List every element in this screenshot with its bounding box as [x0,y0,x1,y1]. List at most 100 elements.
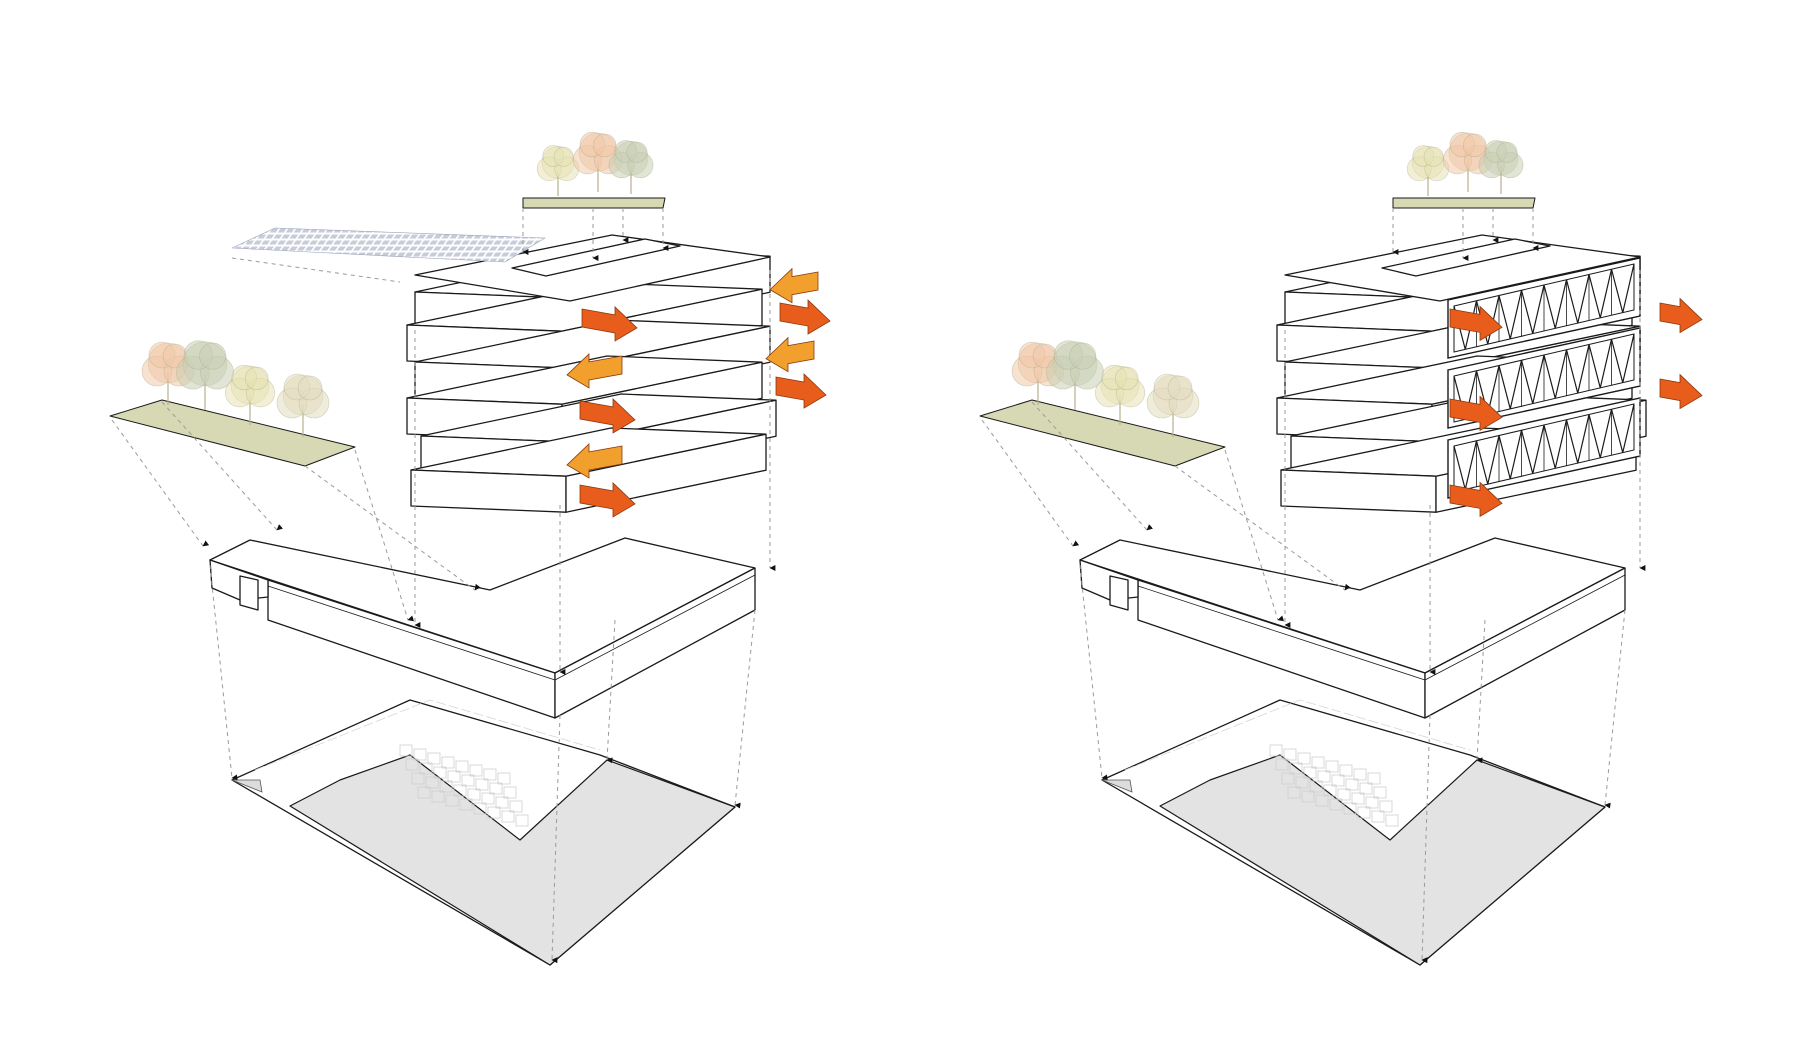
parking-bay [461,774,475,787]
truss-diagonal [1520,284,1545,334]
parking-bay [1331,774,1345,787]
arrow-icon [1449,395,1503,432]
parking-bay [1351,792,1365,805]
parking-bay [1323,784,1337,797]
tower-roof [414,234,771,302]
parking-bay [1281,772,1295,785]
parking-bay [1343,802,1357,815]
truss-diagonal [1543,419,1568,469]
tree-icon [536,145,580,196]
parking-plan [1101,699,1606,966]
roof-garden [1392,131,1536,209]
parking-bay [503,786,517,799]
projection-line [304,465,481,591]
projection-line [1079,564,1108,781]
tree-icon [225,364,276,425]
roof-garden-plate [522,197,666,209]
projection-line [981,419,1080,547]
parking-bay [497,772,511,785]
arrow-icon [1449,481,1503,518]
parking-bay [1287,786,1301,799]
parking-bay [411,772,425,785]
arrow-icon [775,373,827,409]
truss-diagonal [1565,344,1590,394]
parking-bay [399,744,413,757]
parking-bay [467,788,481,801]
parking-bay [425,776,439,789]
parking-bay [1357,806,1371,819]
parking-edge [254,699,601,771]
parking-bay [1309,780,1323,793]
slab-front [1280,469,1437,513]
podium [209,537,756,719]
parking-bay [515,814,529,827]
arrow-icon [765,336,815,373]
roof-garden-plate [1392,197,1536,209]
side-garden-plate [979,399,1226,467]
parking-bay [1311,756,1325,769]
truss-diagonal [1610,403,1635,453]
podium-edge [267,585,556,681]
parking-bay [1353,768,1367,781]
parking-bay [447,770,461,783]
parking-bay [419,762,433,775]
site-shaded [1159,754,1606,966]
parking-bay [1301,790,1315,803]
roof-garden [522,131,666,209]
truss-diagonal [1610,333,1635,383]
podium [1079,537,1626,719]
slab-front [410,469,567,513]
side-garden [979,340,1226,467]
side-garden [109,340,356,467]
parking-bay [439,780,453,793]
podium-edge [554,574,756,681]
parking-bay [1295,776,1309,789]
tree-icon [1478,140,1524,194]
arrow-icon [1659,373,1703,410]
projection-lines [111,208,776,964]
parking-bay [445,794,459,807]
tree-icon [608,140,654,194]
parking-bay [473,802,487,815]
solar-panels [231,227,547,283]
parking-plan [231,699,736,966]
parking-bay [1339,764,1353,777]
site-corner [231,779,263,793]
parking-bay [495,796,509,809]
parking-edge [1124,699,1471,771]
arrow-icon [579,398,636,434]
parking-bay [1365,796,1379,809]
parking-bay [1269,744,1283,757]
parking-bay [1345,778,1359,791]
podium-column [1109,575,1129,611]
parking-bay [427,752,441,765]
tree-icon [1046,340,1104,410]
truss-diagonal [1475,435,1500,485]
parking-bay [509,800,523,813]
truss-diagonal [1588,269,1613,319]
parking-bay [489,782,503,795]
projection-line [231,257,401,283]
truss-facade [1447,257,1641,499]
projection-line [111,419,210,547]
parking-bay [1315,794,1329,807]
parking-bay [453,784,467,797]
airflow-arrows [566,267,831,518]
parking-bay [1303,766,1317,779]
truss-diagonal [1498,360,1523,410]
parking-bay [433,766,447,779]
truss-diagonal [1588,409,1613,459]
panel-left [109,131,831,966]
parking-bay [1359,782,1373,795]
arrow-icon [779,299,831,335]
projection-lines [981,208,1646,964]
tree-icon [276,373,330,437]
parking-bay [1373,786,1387,799]
tree-icon [1095,364,1145,425]
parking-bay [1367,772,1381,785]
arrow-icon [1659,297,1703,334]
parking-bay [413,748,427,761]
arrow-icon [566,353,623,389]
arrow-icon [579,482,636,518]
